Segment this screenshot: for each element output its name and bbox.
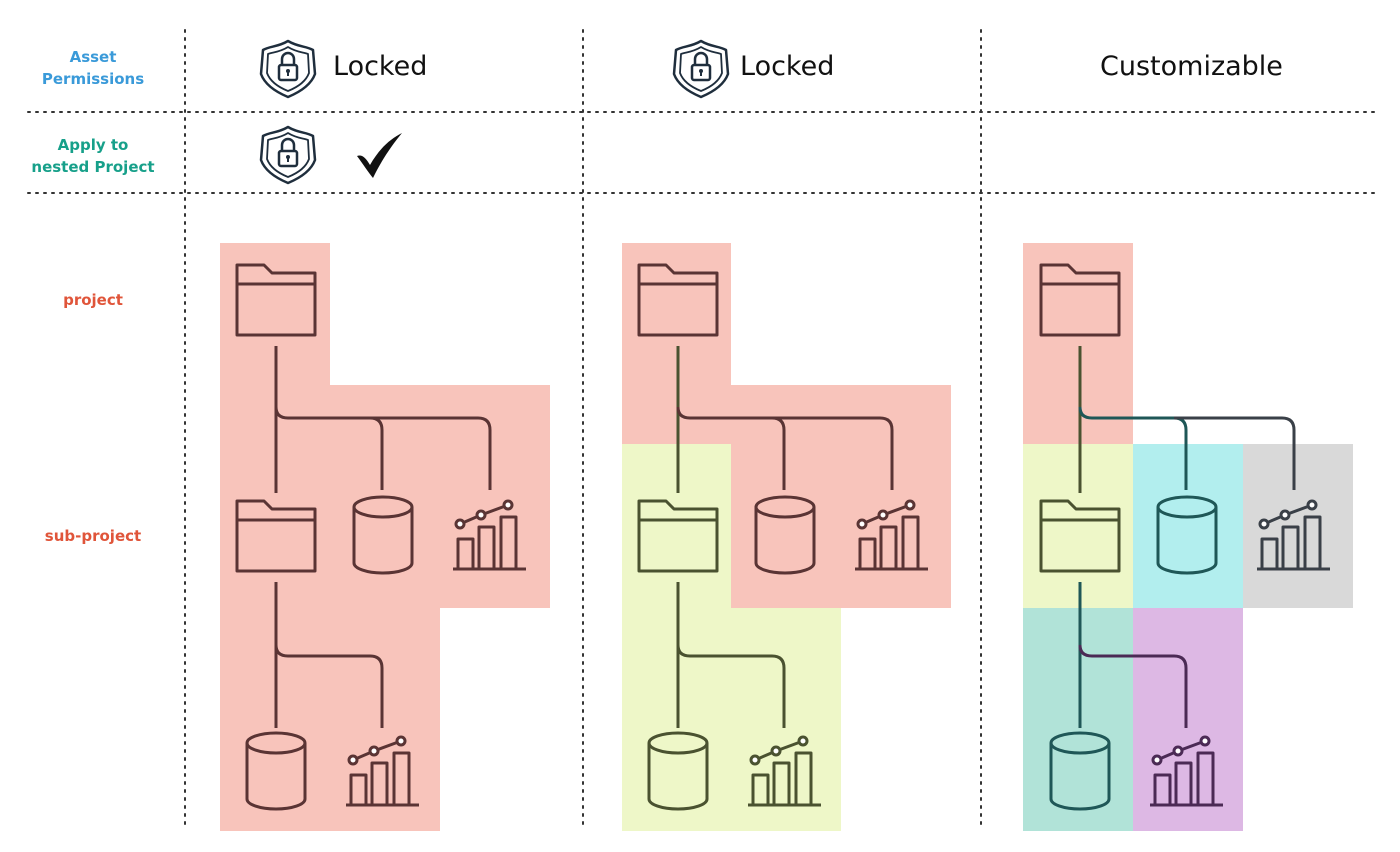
column-2-title: Locked	[740, 51, 835, 82]
nested-database-icon	[1049, 731, 1111, 811]
column-1-title: Locked	[333, 51, 428, 82]
database-body	[754, 507, 816, 575]
lock-body	[277, 149, 299, 168]
locked-project-zone	[220, 243, 550, 831]
row-label-apply-nested-line2: nested Project	[31, 158, 155, 176]
nested-database-icon	[647, 731, 709, 811]
checkmark-icon	[357, 133, 402, 178]
row-label-sub-project: sub-project	[44, 527, 142, 545]
project-folder-icon	[1039, 263, 1121, 337]
chart-point	[1151, 754, 1163, 766]
row-label-apply-nested: Apply to nested Project	[0, 134, 186, 178]
folder-outline	[1039, 499, 1121, 573]
connector-line	[772, 416, 894, 490]
database-body	[352, 507, 414, 575]
subproject-folder-icon	[637, 499, 719, 573]
shield-lock-icon	[672, 39, 730, 99]
folder-outline	[637, 499, 719, 573]
subproject-folder-icon	[1039, 499, 1121, 573]
folder-outline	[637, 263, 719, 337]
chart-point	[368, 745, 380, 757]
nested-database-icon	[245, 731, 307, 811]
lock-shackle	[280, 51, 296, 65]
chart-point	[347, 754, 359, 766]
connector-line	[274, 644, 384, 728]
database-body	[245, 743, 307, 811]
chart-point	[395, 735, 407, 747]
lock-shackle	[693, 51, 709, 65]
project-folder-icon	[637, 263, 719, 337]
database-icon	[1156, 495, 1218, 575]
chart-point	[1306, 499, 1318, 511]
chart-point	[770, 745, 782, 757]
chart-point	[877, 509, 889, 521]
nested-chart-icon	[748, 735, 821, 807]
database-body	[1156, 507, 1218, 575]
chart-point	[454, 518, 466, 530]
project-zone	[1023, 243, 1133, 444]
database-body	[1049, 743, 1111, 811]
chart-point	[502, 499, 514, 511]
nested-chart-zone	[1133, 608, 1243, 831]
nested-chart-icon	[346, 735, 419, 807]
shield-inner	[266, 46, 310, 92]
lock-body	[277, 63, 299, 82]
shield-outline	[259, 39, 317, 99]
column-3-title: Customizable	[1100, 51, 1283, 82]
shield-lock-icon	[259, 125, 317, 185]
row-label-apply-nested-line1: Apply to	[57, 136, 129, 154]
database-icon	[352, 495, 414, 575]
shield-inner	[266, 132, 310, 178]
nested-chart-icon	[1150, 735, 1223, 807]
chart-point	[475, 509, 487, 521]
connector-line	[676, 644, 786, 728]
row-label-asset-permissions-line1: Asset	[69, 48, 117, 66]
lock-body	[690, 63, 712, 82]
chart-point	[749, 754, 761, 766]
chart-point	[856, 518, 868, 530]
shield-outline	[259, 125, 317, 185]
connector-line	[1174, 416, 1296, 490]
subproject-folder-icon	[235, 499, 317, 573]
shield-inner	[679, 46, 723, 92]
chart-icon	[453, 499, 526, 571]
shield-outline	[672, 39, 730, 99]
chart-point	[1258, 518, 1270, 530]
database-zone	[1133, 444, 1243, 608]
connector-line	[370, 416, 492, 490]
nested-database-zone	[1023, 608, 1133, 831]
subproject-zone	[1023, 444, 1133, 608]
connector-line	[1078, 644, 1188, 728]
folder-outline	[235, 499, 317, 573]
row-label-project: project	[63, 291, 123, 309]
chart-point	[797, 735, 809, 747]
database-icon	[754, 495, 816, 575]
chart-icon	[855, 499, 928, 571]
lock-shackle	[280, 137, 296, 151]
chart-icon	[1257, 499, 1330, 571]
folder-outline	[1039, 263, 1121, 337]
shield-lock-icon	[259, 39, 317, 99]
chart-point	[1279, 509, 1291, 521]
row-label-asset-permissions: Asset Permissions	[0, 46, 186, 90]
folder-outline	[235, 263, 317, 337]
chart-point	[1199, 735, 1211, 747]
database-body	[647, 743, 709, 811]
chart-point	[904, 499, 916, 511]
project-folder-icon	[235, 263, 317, 337]
row-label-asset-permissions-line2: Permissions	[41, 70, 145, 88]
chart-point	[1172, 745, 1184, 757]
